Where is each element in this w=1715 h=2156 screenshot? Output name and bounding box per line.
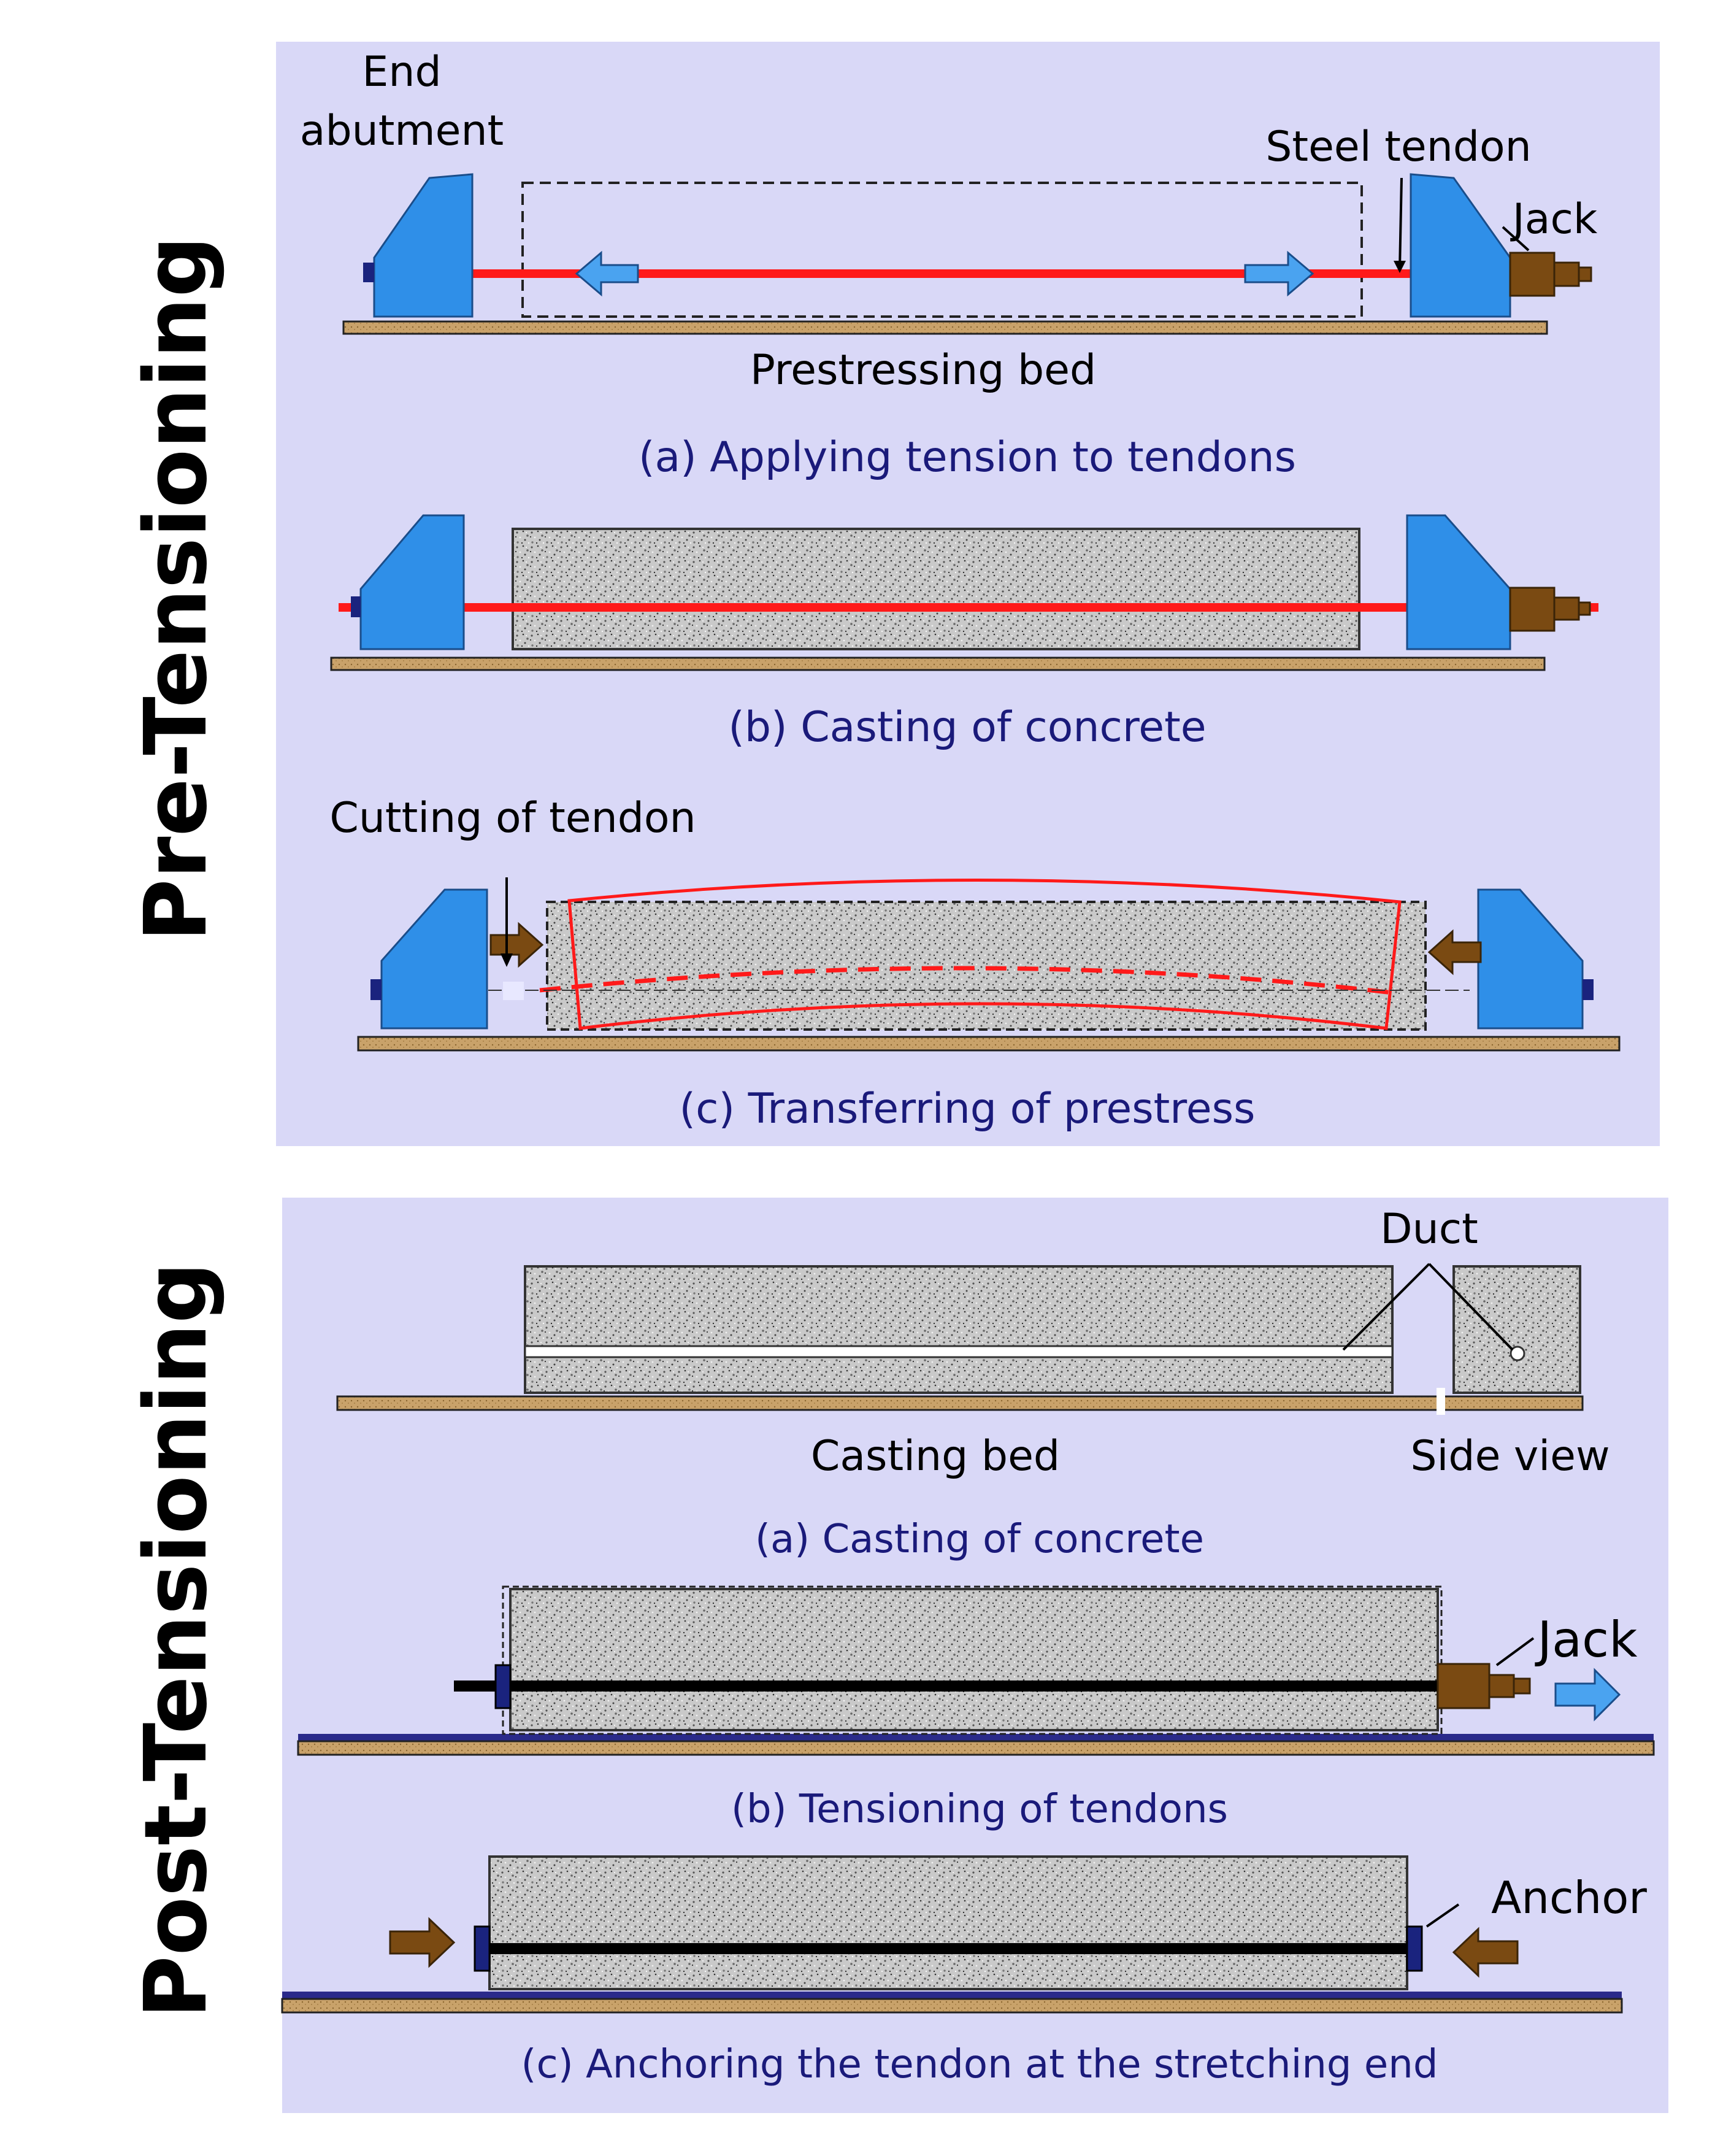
cambered-member-outline <box>567 878 1402 1030</box>
side-view-label: Side view <box>1410 1432 1609 1480</box>
arrow-left-icon <box>1427 929 1482 976</box>
caption-pre-c: (c) Transferring of prestress <box>680 1085 1256 1133</box>
casting-bed <box>336 1395 1584 1411</box>
jack <box>1509 587 1591 632</box>
anchor-label: Anchor <box>1491 1872 1647 1923</box>
post-step-b: Jack (b) Tensioning of tendons <box>297 1585 1655 1832</box>
duct <box>524 1345 1394 1358</box>
post-tensioning-panel: Duct Casting bed Side view (a) Casting o… <box>281 1198 1668 2113</box>
arrow-right-icon <box>1244 250 1314 297</box>
concrete-member <box>509 1588 1439 1731</box>
cutting-of-tendon-label: Cutting of tendon <box>329 794 696 842</box>
anchor-right <box>1406 1925 1423 1972</box>
original-outline-dashed <box>546 901 1427 1031</box>
pre-step-b: (b) Casting of concrete <box>330 514 1598 752</box>
end-abutment-label-line1: End <box>362 48 441 96</box>
arrow-left-icon <box>575 250 639 297</box>
jack-label: Jack <box>1510 195 1598 244</box>
end-abutment-left <box>370 888 488 1030</box>
end-abutment-left <box>363 173 474 318</box>
concrete-member <box>512 528 1360 650</box>
post-step-c: Anchor (c) Anchoring the tendon at the s… <box>281 1855 1647 2087</box>
arrow-right-icon <box>389 1917 456 1968</box>
casting-bed-label: Casting bed <box>811 1432 1060 1480</box>
tendon-curve-dashed <box>539 966 1393 995</box>
anchor-left <box>474 1925 491 1972</box>
dashed-form-outline <box>521 182 1363 318</box>
dead-end-anchor <box>494 1664 512 1709</box>
jack <box>1509 252 1592 297</box>
arrow-left-icon <box>1452 1927 1519 1978</box>
pre-tensioning-panel: End abutment Steel tendon Jack Prestress… <box>276 42 1660 1146</box>
arrow-right-icon <box>1554 1668 1621 1722</box>
caption-post-a: (a) Casting of concrete <box>755 1517 1204 1562</box>
side-view-section <box>1452 1265 1581 1394</box>
jack <box>1437 1663 1531 1709</box>
arrow-right-icon <box>489 922 544 968</box>
prestressing-bed <box>342 320 1548 335</box>
pre-step-a: End abutment Steel tendon Jack Prestress… <box>300 48 1598 482</box>
concrete-member <box>524 1265 1394 1394</box>
caption-post-c: (c) Anchoring the tendon at the stretchi… <box>521 2042 1438 2087</box>
pre-step-c: Cutting of tendon (c) Transferring of pr… <box>329 794 1621 1133</box>
prestressing-bed <box>330 656 1546 671</box>
caption-post-b: (b) Tensioning of tendons <box>731 1787 1228 1832</box>
jack-label: Jack <box>1535 1611 1638 1668</box>
original-outline-dashed <box>502 1585 1443 1735</box>
end-abutment-label-line2: abutment <box>300 107 504 155</box>
post-tensioning-title: Post-Tensioning <box>126 1262 226 2019</box>
casting-bed <box>297 1740 1655 1756</box>
casting-bed-base-line <box>298 1734 1654 1741</box>
prestressing-bed <box>357 1036 1621 1052</box>
end-abutment-right <box>1477 888 1594 1030</box>
casting-bed <box>281 1998 1623 2014</box>
caption-pre-b: (b) Casting of concrete <box>728 703 1206 752</box>
duct-cross-section <box>1510 1346 1525 1361</box>
casting-bed-base-line <box>282 1992 1622 1999</box>
caption-pre-a: (a) Applying tension to tendons <box>639 433 1296 482</box>
pre-tensioning-title: Pre-Tensioning <box>126 236 226 942</box>
post-step-a: Duct Casting bed Side view (a) Casting o… <box>336 1205 1610 1562</box>
end-abutment-left <box>351 514 465 650</box>
duct-label: Duct <box>1380 1205 1478 1253</box>
concrete-member <box>488 1855 1408 1990</box>
prestressing-bed-label: Prestressing bed <box>750 346 1096 395</box>
steel-tendon-label: Steel tendon <box>1265 123 1531 171</box>
